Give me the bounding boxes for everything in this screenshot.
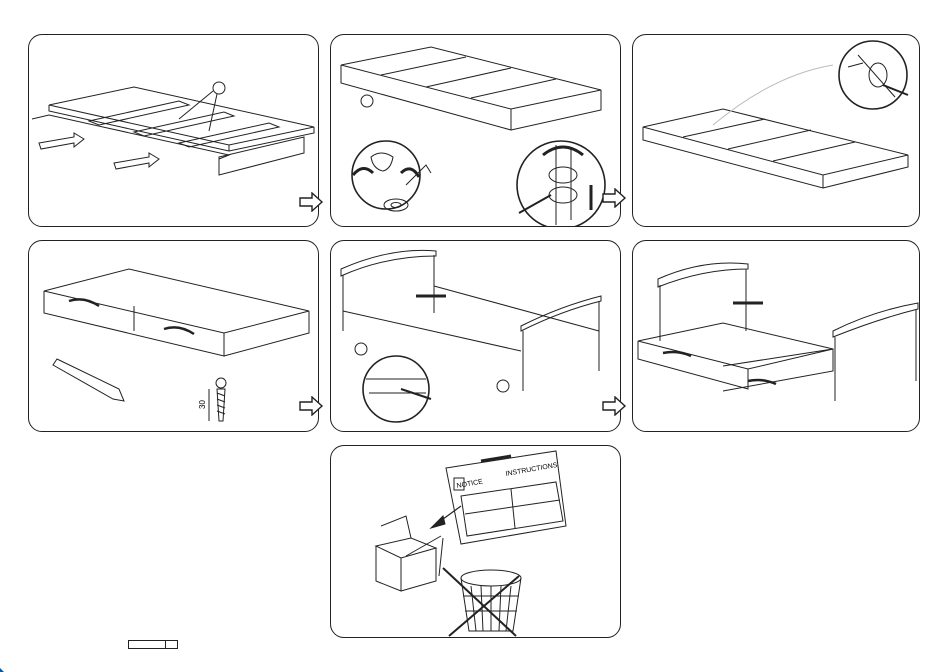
corner-mark-icon xyxy=(0,664,8,672)
next-step-arrow-icon xyxy=(601,396,627,416)
step-4-illustration: 30 xyxy=(29,241,319,432)
screw-length-label: 30 xyxy=(198,400,207,409)
step-3-illustration xyxy=(633,35,920,227)
step-3-panel xyxy=(632,34,920,227)
step-5-illustration xyxy=(331,241,621,432)
step-2-illustration xyxy=(331,35,621,227)
step-5-panel xyxy=(330,240,621,432)
step-6-illustration xyxy=(633,241,920,432)
step-1-panel xyxy=(28,34,319,227)
step-7-illustration: NOTICE INSTRUCTIONS xyxy=(331,446,621,638)
notice-label: NOTICE xyxy=(456,478,484,490)
step-6-panel xyxy=(632,240,920,432)
step-7-panel: NOTICE INSTRUCTIONS xyxy=(330,445,621,638)
next-step-arrow-icon xyxy=(298,396,324,416)
footer-reference-box xyxy=(128,640,178,649)
step-1-illustration xyxy=(29,35,319,227)
step-4-panel: 30 xyxy=(28,240,319,432)
next-step-arrow-icon xyxy=(298,192,324,212)
next-step-arrow-icon xyxy=(601,188,627,208)
instructions-label: INSTRUCTIONS xyxy=(505,462,558,478)
step-2-panel xyxy=(330,34,621,227)
